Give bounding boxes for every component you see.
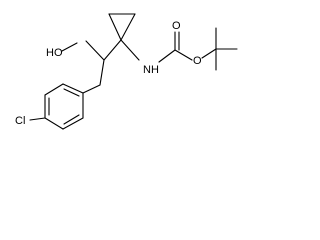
bond-ch2-ch: [85, 40, 105, 61]
carbonyl-oxygen-label: O: [172, 20, 181, 32]
bond-ring-double-3: [63, 114, 80, 125]
chlorine-label: Cl: [15, 115, 25, 127]
bond-ch-cq: [103, 39, 122, 61]
bond-nh-co: [158, 49, 176, 63]
bond-benzyl-ring: [82, 84, 101, 94]
hydroxyl-label: HO: [46, 47, 63, 59]
bond-ring-5: [62, 117, 84, 130]
amine-label: NH: [143, 64, 159, 76]
bond-o-tbu: [201, 48, 217, 59]
bond-cq-nh: [120, 39, 140, 61]
bond-ho-ch2: [61, 42, 78, 52]
bond-ring-double-1: [63, 88, 80, 97]
bond-ring-4: [44, 117, 64, 130]
bond-ch-benzyl: [99, 59, 105, 86]
bond-ring-1: [62, 83, 84, 94]
bond-cyclopropane-3: [120, 13, 136, 41]
bond-co-o: [174, 49, 193, 61]
bond-cyclopropane-1: [108, 13, 122, 41]
bond-ring-cl: [29, 117, 46, 121]
ester-oxygen-label: O: [193, 55, 202, 67]
bond-ring-2: [44, 83, 64, 96]
chemical-structure: HO NH O O Cl: [15, 13, 238, 130]
